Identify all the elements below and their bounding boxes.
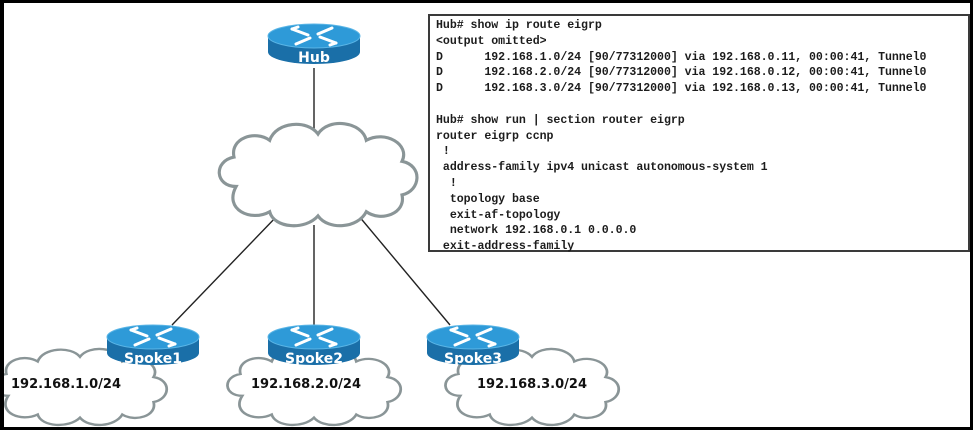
- cli-line: network 192.168.0.1 0.0.0.0: [436, 224, 637, 238]
- cli-line: D 192.168.3.0/24 [90/77312000] via 192.1…: [436, 82, 927, 96]
- wan-cloud: [217, 121, 419, 228]
- cli-line: !: [436, 176, 457, 190]
- cli-line: D 192.168.2.0/24 [90/77312000] via 192.1…: [436, 66, 927, 80]
- cli-line: topology base: [436, 192, 540, 206]
- cli-line: address-family ipv4 unicast autonomous-s…: [436, 161, 768, 175]
- link-wan-spoke1: [171, 214, 279, 326]
- cli-line: D 192.168.1.0/24 [90/77312000] via 192.1…: [436, 50, 927, 64]
- router-hub[interactable]: Hub: [266, 22, 362, 66]
- cli-line: <output omitted>: [436, 34, 547, 48]
- cli-line: !: [436, 145, 450, 159]
- link-wan-spoke3: [357, 214, 451, 326]
- cli-line: Hub# show ip route eigrp: [436, 19, 602, 32]
- subnet-label-spoke2: 192.168.2.0/24: [251, 377, 361, 392]
- router-label-spoke3: Spoke3: [444, 351, 502, 367]
- router-label-spoke2: Spoke2: [285, 351, 343, 367]
- subnet-label-spoke3: 192.168.3.0/24: [477, 377, 587, 392]
- cli-line: [436, 97, 968, 113]
- router-spoke2[interactable]: Spoke2: [266, 323, 362, 367]
- router-label-spoke1: Spoke1: [124, 351, 182, 367]
- diagram-canvas: Hub Spoke1 Spoke2 Spoke3 192.168.1.0/24 …: [4, 3, 970, 427]
- cli-output-panel: Hub# show ip route eigrp <output omitted>…: [428, 14, 970, 254]
- network-topology: Hub Spoke1 Spoke2 Spoke3 192.168.1.0/24 …: [4, 22, 621, 427]
- router-spoke1[interactable]: Spoke1: [105, 323, 201, 367]
- cli-line: exit-af-topology: [436, 208, 561, 222]
- router-label-hub: Hub: [298, 50, 330, 66]
- cli-line: Hub# show run | section router eigrp: [436, 113, 685, 127]
- cli-line: router eigrp ccnp: [436, 129, 554, 143]
- cli-line: exit-address-family: [436, 240, 575, 254]
- subnet-label-spoke1: 192.168.1.0/24: [11, 377, 121, 392]
- router-spoke3[interactable]: Spoke3: [425, 323, 521, 367]
